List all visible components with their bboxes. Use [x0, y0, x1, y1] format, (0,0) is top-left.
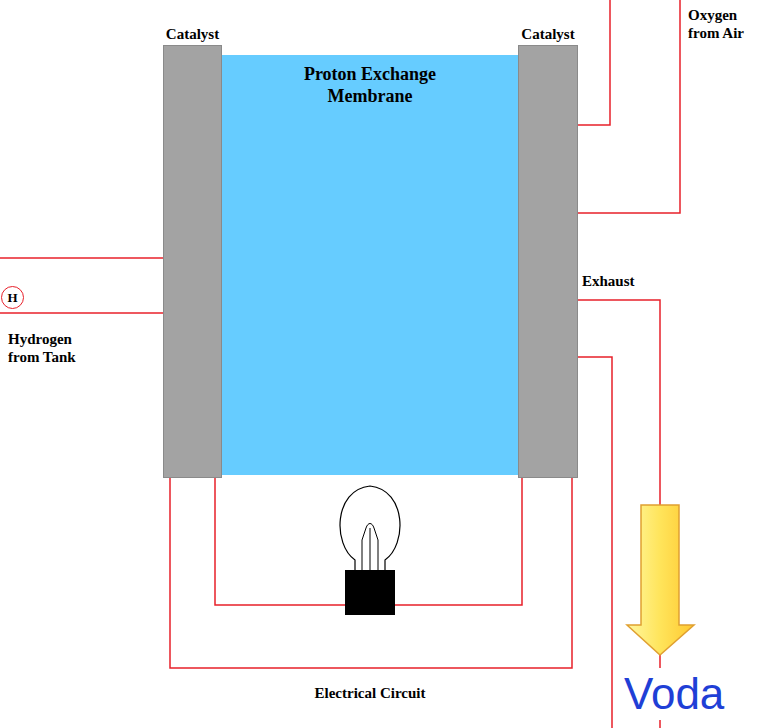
- light-bulb: [340, 486, 400, 615]
- down-arrow: [627, 505, 694, 655]
- hydrogen-label: Hydrogen from Tank: [8, 330, 88, 366]
- element-symbol: H: [7, 291, 17, 305]
- catalyst-heading: Catalyst: [521, 25, 574, 43]
- catalyst-bar: Catalyst: [163, 45, 222, 478]
- catalyst-bar: Catalyst: [518, 45, 578, 478]
- hydrogen-pipe: [0, 257, 163, 259]
- hydrogen-symbol: H: [1, 286, 24, 309]
- exhaust-pipe: [578, 357, 612, 728]
- bulb-base: [345, 570, 395, 615]
- exhaust-label: Exhaust: [582, 272, 635, 290]
- flow-arrow: [627, 505, 694, 655]
- hydrogen-pipe: [0, 312, 163, 314]
- bulb-filament: [362, 524, 378, 576]
- oxygen-pipe: [578, 0, 680, 213]
- oxygen-label: Oxygen from Air: [688, 6, 768, 42]
- catalyst-heading: Catalyst: [166, 25, 219, 43]
- oxygen-pipe: [578, 0, 610, 125]
- circuit-label: Electrical Circuit: [270, 684, 470, 702]
- bulb-glass: [340, 486, 400, 575]
- water-label: Voda: [622, 668, 726, 720]
- outer-wire: [170, 478, 572, 668]
- proton-exchange-membrane: Proton Exchange Membrane: [222, 55, 518, 475]
- membrane-heading: Proton Exchange Membrane: [285, 63, 455, 107]
- pipes: [0, 0, 680, 728]
